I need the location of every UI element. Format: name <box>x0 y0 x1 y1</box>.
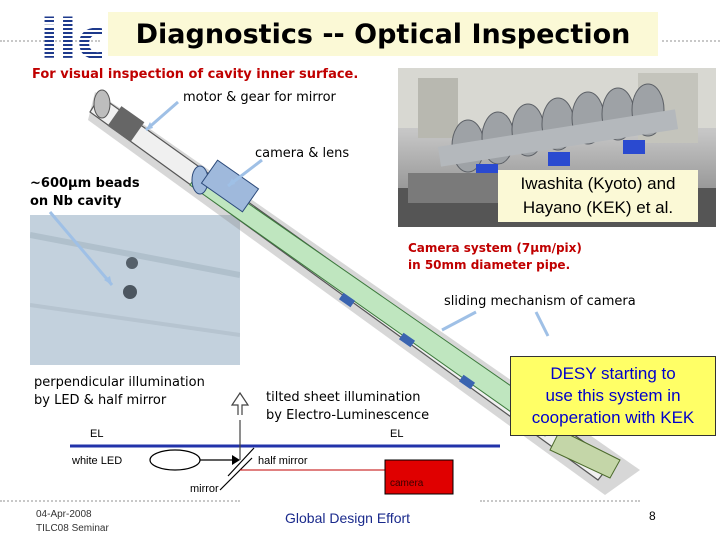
half-mirror-label: half mirror <box>258 455 308 467</box>
white-led-label: white LED <box>72 455 123 467</box>
iwashita-credit-box: Iwashita (Kyoto) and Hayano (KEK) et al. <box>498 170 698 222</box>
mirror-label: mirror <box>190 483 219 495</box>
dotted-rule-right <box>662 40 720 42</box>
desy-line-2: use this system in <box>545 386 681 405</box>
ilc-logo: ilc <box>38 8 109 71</box>
dotted-rule-left <box>0 40 100 42</box>
footer-event: 04-Apr-2008 TILC08 Seminar <box>36 508 109 536</box>
perpendicular-illumination-label: perpendicular illumination by LED & half… <box>34 374 205 410</box>
camera-box-label: camera <box>390 478 424 489</box>
footer-gde: Global Design Effort <box>285 510 411 526</box>
beads-label: ~600μm beads on Nb cavity <box>30 175 140 211</box>
mirror-line <box>219 457 253 491</box>
perp-line-2: by LED & half mirror <box>34 393 167 408</box>
perp-line-1: perpendicular illumination <box>34 375 205 390</box>
illumination-schematic <box>70 391 500 495</box>
footer-org: TILC08 Seminar <box>36 523 109 534</box>
half-mirror-line <box>227 447 255 477</box>
white-led-shape <box>149 449 201 471</box>
desy-note-box: DESY starting to use this system in coop… <box>510 356 716 436</box>
camera-system-line-2: in 50mm diameter pipe. <box>408 258 571 272</box>
camera-lens-label: camera & lens <box>255 146 350 161</box>
iwashita-line-1: Iwashita (Kyoto) and <box>520 174 676 193</box>
beads-label-line-1: ~600μm beads <box>30 176 140 191</box>
el-left-label: EL <box>90 428 104 440</box>
svg-text:ilc: ilc <box>40 8 102 64</box>
camera-box-shape <box>384 459 454 495</box>
sliding-mechanism-label: sliding mechanism of camera <box>444 294 636 309</box>
page-title-text: Diagnostics -- Optical Inspection <box>135 18 631 50</box>
camera-system-label: Camera system (7μm/pix) in 50mm diameter… <box>408 240 582 274</box>
desy-line-3: cooperation with KEK <box>531 408 695 427</box>
beads-label-line-2: on Nb cavity <box>30 194 122 209</box>
page-title: Diagnostics -- Optical Inspection <box>108 12 658 56</box>
motor-gear-label: motor & gear for mirror <box>183 90 336 105</box>
inspection-tube <box>88 89 640 495</box>
footer-date: 04-Apr-2008 <box>36 509 92 520</box>
camera-view-arrow <box>230 391 250 415</box>
sliding-arrow-1 <box>441 310 477 332</box>
tilted-line-2: by Electro-Luminescence <box>266 408 430 423</box>
beads-micrograph <box>30 215 240 365</box>
tilted-line-1: tilted sheet illumination <box>266 390 421 405</box>
iwashita-line-2: Hayano (KEK) et al. <box>522 198 674 217</box>
dotted-rule-bottom-right <box>480 500 640 502</box>
sliding-arrow-2 <box>534 311 550 337</box>
el-right-label: EL <box>390 428 404 440</box>
camera-system-line-1: Camera system (7μm/pix) <box>408 241 582 255</box>
subtitle: For visual inspection of cavity inner su… <box>32 67 359 82</box>
tilted-illumination-label: tilted sheet illumination by Electro-Lum… <box>266 389 429 425</box>
dotted-rule-bottom-left <box>0 500 240 502</box>
page-number: 8 <box>649 509 656 523</box>
desy-line-1: DESY starting to <box>550 364 676 383</box>
beads-arrow <box>48 211 114 286</box>
